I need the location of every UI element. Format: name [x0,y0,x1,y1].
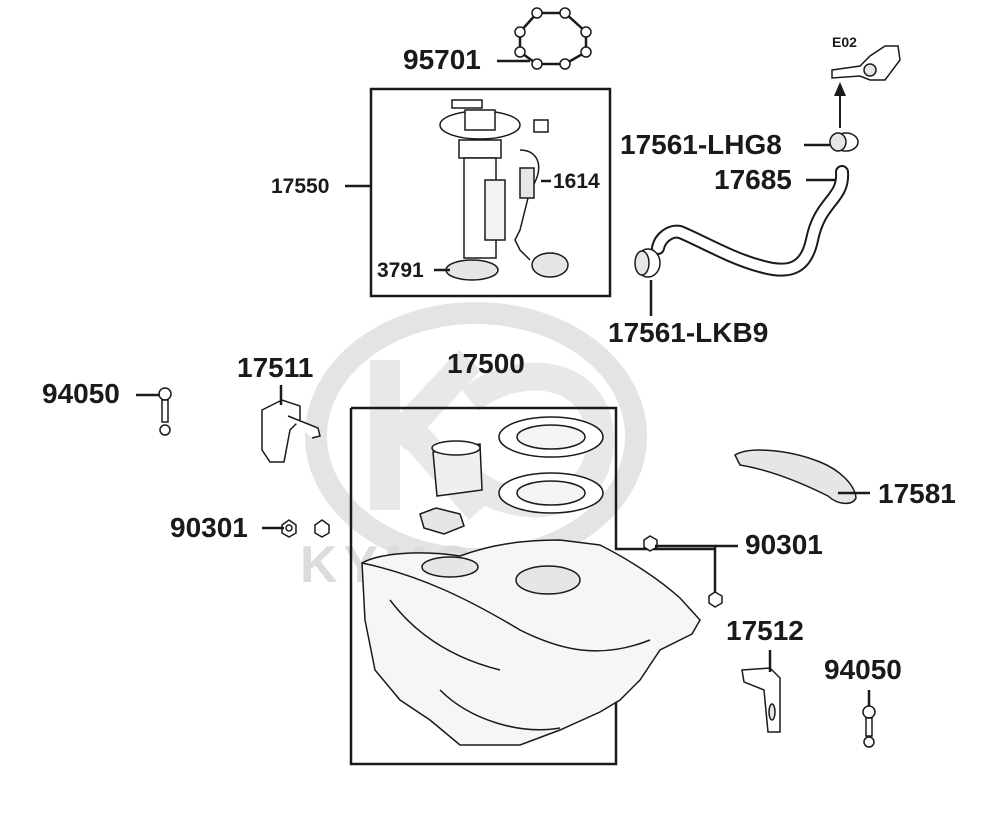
label-17685: 17685 [714,164,792,195]
label-e02: E02 [832,34,857,50]
label-17550: 17550 [271,175,330,198]
bolt-94050-right [862,705,876,748]
arrow-up-icon [834,82,846,96]
nut-90301-left [281,519,330,538]
label-94050-left: 94050 [42,378,120,409]
label-17561-lhg8: 17561-LHG8 [620,129,782,160]
bracket-17511 [261,399,321,463]
label-95701: 95701 [403,44,481,75]
label-17511: 17511 [237,352,314,383]
label-17561-lkb9: 17561-LKB9 [608,317,769,348]
clamp-lhg8 [829,132,859,152]
bracket-17512 [741,667,781,733]
e02-connector [831,45,901,81]
screw-set-95701 [514,7,592,70]
label-17500: 17500 [447,348,525,379]
tank-filter-sleeve [431,440,483,497]
clamp-lkb9 [634,248,661,278]
fuel-pump-assembly-box [369,87,612,298]
label-1614: 1614 [553,170,600,193]
tank-ring-lower [498,472,604,514]
fuel-tank-body [361,539,701,746]
tank-ring-upper [498,416,604,458]
label-17581: 17581 [878,478,956,509]
label-94050-right: 94050 [824,654,902,685]
label-90301-right: 90301 [745,529,823,560]
label-90301-left: 90301 [170,512,248,543]
fuel-tank-assembly-box [351,406,715,551]
bolt-94050-left [158,387,172,436]
label-17512: 17512 [726,615,804,646]
fuel-pump-unit [439,99,569,281]
label-3791: 3791 [377,259,424,282]
tank-clip [419,507,465,535]
cover-17581 [734,449,857,505]
